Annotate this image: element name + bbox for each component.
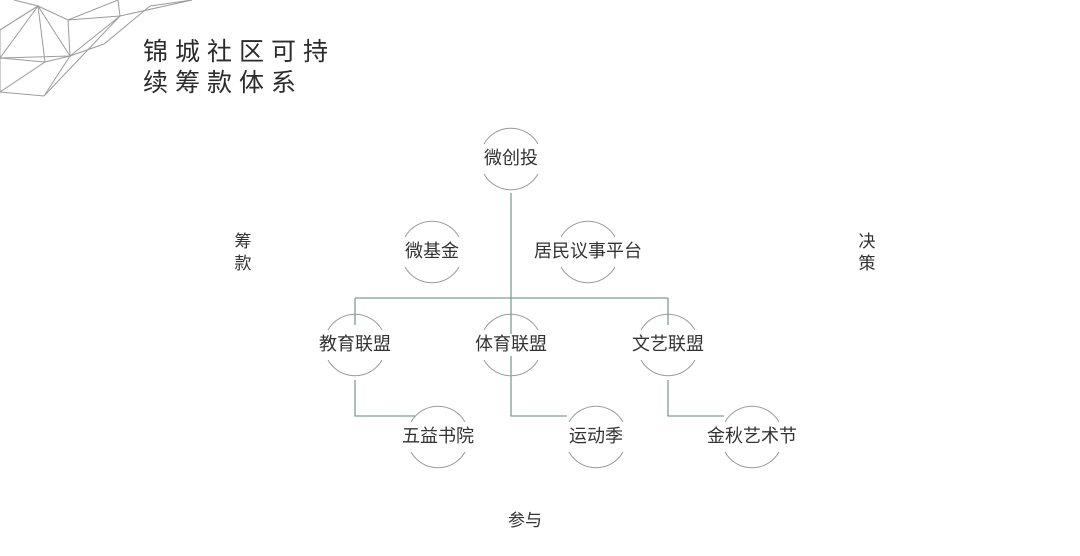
node-yundongji: 运动季: [567, 426, 625, 448]
page-title-line-2: 续筹款体系: [143, 68, 304, 97]
connector-lines: [354, 193, 724, 417]
node-weichuangtou: 微创投: [482, 148, 540, 170]
left-side-label: 筹款: [234, 232, 252, 274]
node-wuyi-shuyuan: 五益书院: [400, 426, 476, 448]
node-jumin-yishi: 居民议事平台: [532, 241, 644, 263]
page-title-line-1: 锦城社区可持: [143, 37, 336, 66]
node-tiyu-lianmeng: 体育联盟: [473, 334, 549, 356]
node-arcs: [327, 127, 780, 469]
bottom-label: 参与: [508, 511, 542, 531]
node-jiaoyu-lianmeng: 教育联盟: [317, 334, 393, 356]
node-wenyi-lianmeng: 文艺联盟: [630, 334, 706, 356]
page-title: 锦城社区可持 续筹款体系: [143, 36, 335, 98]
right-side-label: 决策: [858, 232, 876, 274]
decorative-polygon-lines: [0, 0, 193, 97]
node-weijijin: 微基金: [403, 241, 461, 263]
node-jinqiu-yishujie: 金秋艺术节: [705, 426, 799, 448]
